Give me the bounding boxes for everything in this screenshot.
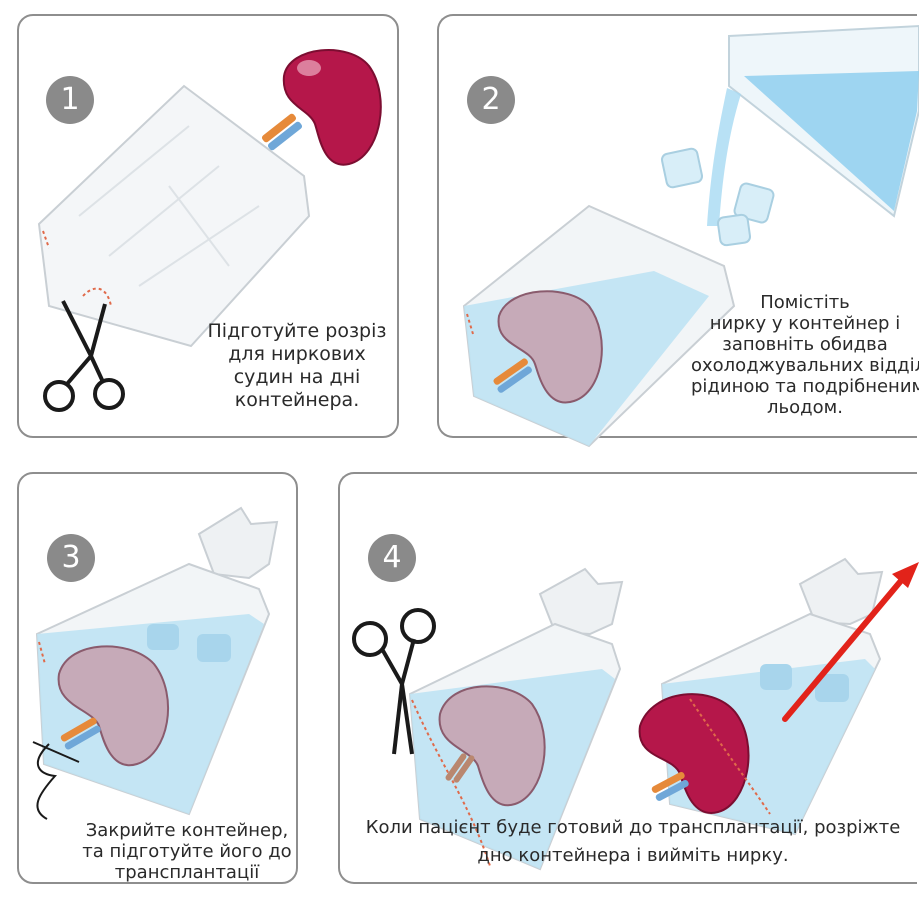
renal-vessels-icon [261, 113, 303, 152]
caption-line: льодом. [691, 397, 919, 418]
kidney-icon [640, 694, 749, 813]
tied-bag-top-icon [199, 508, 277, 578]
caption-line: трансплантації [74, 862, 300, 883]
caption-line: Підготуйте розріз [199, 320, 395, 343]
caption-line: дно контейнера і вийміть нирку. [348, 842, 918, 870]
step-3-caption: Закрийте контейнер, та підготуйте його д… [74, 820, 300, 883]
caption-line: Помістіть [691, 292, 919, 313]
step-4-caption: Коли пацієнт буде готовий до транспланта… [348, 814, 918, 870]
step-2-caption: Помістіть нирку у контейнер і заповніть … [691, 292, 919, 418]
step-1-panel: 1 Підготуйте розріз для ниркових судин н… [17, 14, 399, 438]
caption-line: рідиною та подрібненим [691, 376, 919, 397]
caption-line: охолоджувальних відділи [691, 355, 919, 376]
caption-line: та підготуйте його до [74, 841, 300, 862]
caption-line: нирку у контейнер і [691, 313, 919, 334]
caption-line: Закрийте контейнер, [74, 820, 300, 841]
caption-line: для ниркових [199, 343, 395, 366]
step-1-caption: Підготуйте розріз для ниркових судин на … [199, 320, 395, 412]
caption-line: заповніть обидва [691, 334, 919, 355]
step-3-panel: 3 Закрийте контейнер, та підготуйте його… [17, 472, 298, 884]
empty-bag-icon [39, 86, 309, 346]
caption-line: контейнера. [199, 389, 395, 412]
caption-line: судин на дні [199, 366, 395, 389]
step-2-panel: 2 Помістіть нирку у контейнер і заповніт… [437, 14, 917, 438]
step-4-panel: 4 [338, 472, 917, 884]
caption-line: Коли пацієнт буде готовий до транспланта… [348, 814, 918, 842]
